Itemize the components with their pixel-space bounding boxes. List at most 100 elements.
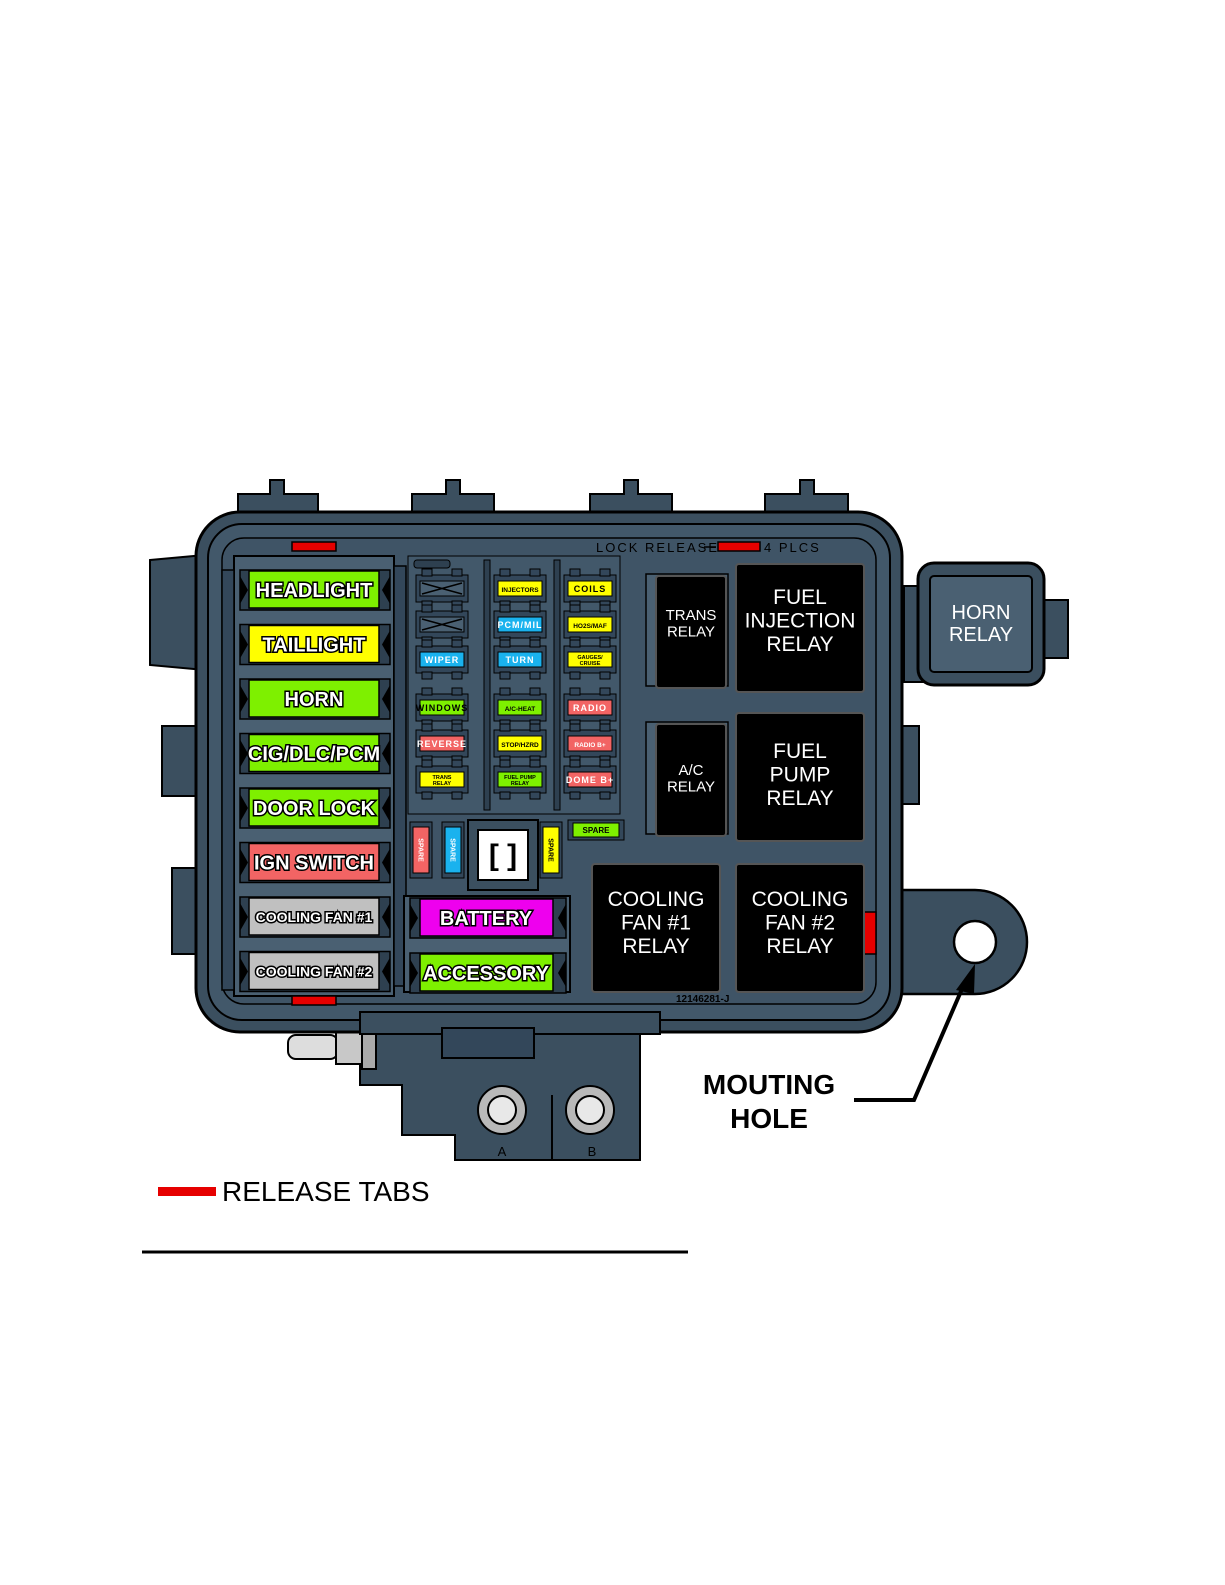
mini-fuse: RADIO B+ [563,723,617,764]
terminals: A B [477,1085,615,1159]
mini-fuse-label: A/C-HEAT [505,706,536,713]
mini-fuse: HO2S/MAF [563,604,617,645]
release-tab-right [863,911,877,955]
mini-fuse-label: WIPER [425,655,460,665]
mini-fuse: REVERSE [415,723,469,764]
mini-fuse: PCM/MIL [493,604,547,645]
horn-relay-pod [903,561,1069,687]
maxi-fuse: COOLING FAN #2 [239,950,391,993]
latch-tab-1 [237,479,319,519]
maxi-fuse: ACCESSORY [409,952,567,994]
maxi-fuse: BATTERY [409,897,567,939]
mini-fuse-label: FUEL PUMP [504,775,536,781]
release-tabs [291,541,877,1006]
spare-fuse: SPARE [567,819,625,841]
mini-fuse [415,568,469,609]
diode-symbol: [ ] [489,839,517,872]
mini-fuse-label: COILS [574,584,607,594]
bolt [287,1024,377,1070]
spare-fuse-label: SPARE [417,838,424,862]
mounting-ear [878,888,1029,1013]
callout-arrow-line [854,981,967,1102]
terminal-b-label: B [588,1144,597,1159]
mini-fuse-label: RELAY [433,781,451,787]
mini-fuse-label: RELAY [511,781,529,787]
center-maxi-fuses: BATTERY ACCESSORY [409,897,567,994]
maxi-fuse: HORN [239,678,391,720]
maxi-fuse-label: DOOR LOCK [253,798,376,820]
lock-release-label: LOCK RELEASE [596,540,719,555]
fuel-pump-relay [735,712,865,842]
spare-fuses: SPARE SPARE SPARE SPARE [409,819,625,879]
mini-fuse-label: RADIO B+ [574,742,605,749]
legend-swatch [158,1187,216,1196]
mini-fuse-label: DOME B+ [566,775,614,785]
mini-fuse: STOP/HZRD [493,723,547,764]
legend: RELEASE TABS [142,1176,688,1254]
mini-fuse-label: INJECTORS [501,587,539,594]
plcs-label: 4 PLCS [764,540,821,555]
spare-fuse: SPARE [409,821,433,879]
maxi-fuse: TAILLIGHT [239,623,391,666]
center-tray-strip [393,565,407,987]
callout-line-2: HOLE [730,1103,808,1134]
diode-block: [ ] [467,819,539,891]
mini-fuse-label: HO2S/MAF [573,623,607,630]
mini-fuse [415,604,469,645]
maxi-fuse: CIG/DLC/PCM [239,732,391,775]
mini-fuse-grid: WIPERWINDOWSREVERSETRANSRELAYINJECTORSPC… [413,559,617,811]
spare-fuse-label: SPARE [547,838,554,862]
mini-fuse: INJECTORS [493,568,547,609]
mini-fuse-label: TRANS [433,775,452,781]
release-tab-top [291,541,337,552]
mini-fuse-label: WINDOWS [416,703,469,713]
release-tab-lock [717,541,761,552]
mini-fuse: RADIO [563,687,617,728]
trans-relay [655,575,727,689]
spare-fuse: SPARE [441,821,465,879]
mounting-hole [952,919,998,965]
maxi-fuse-label: TAILLIGHT [263,635,366,657]
terminal-a-label: A [498,1144,507,1159]
mini-fuse: COILS [563,568,617,609]
mini-fuse-label: REVERSE [417,739,467,749]
latch-tab-4 [764,479,849,519]
cooling-fan-1-relay [591,863,721,993]
maxi-fuse-label: IGN SWITCH [254,853,374,875]
maxi-fuse: DOOR LOCK [239,787,391,829]
mounting-hole-callout: MOUTING HOLE [703,964,975,1134]
latch-tab-2 [411,479,495,519]
mini-fuse-label: STOP/HZRD [501,742,539,749]
legend-label: RELEASE TABS [222,1176,430,1207]
callout-line-1: MOUTING [703,1069,835,1100]
maxi-fuse-label: COOLING FAN #2 [256,964,373,980]
spare-fuse: SPARE [539,821,563,879]
maxi-fuse: HEADLIGHT [239,569,391,611]
ac-relay [655,723,727,837]
mini-fuse-label: RADIO [573,703,607,713]
mini-fuse-label: CRUISE [580,661,601,667]
latch-tab-3 [589,479,673,519]
maxi-fuse-label: ACCESSORY [423,963,550,985]
cooling-fan-2-relay [735,863,865,993]
maxi-fuse: IGN SWITCH [239,841,391,884]
maxi-fuse-label: HEADLIGHT [256,580,373,602]
mini-fuse: WIPER [415,639,469,680]
left-maxi-fuses: HEADLIGHT TAILLIGHT HORN CIG/DLC/PCM DOOR LO… [239,569,391,993]
spare-fuse-label: SPARE [449,838,456,862]
mini-fuse: DOME B+ [563,759,617,800]
mini-fuse-label: PCM/MIL [498,620,543,630]
terminal-lug [441,1027,535,1059]
mini-fuse-label: TURN [506,655,535,665]
maxi-fuse-label: COOLING FAN #1 [256,909,373,925]
